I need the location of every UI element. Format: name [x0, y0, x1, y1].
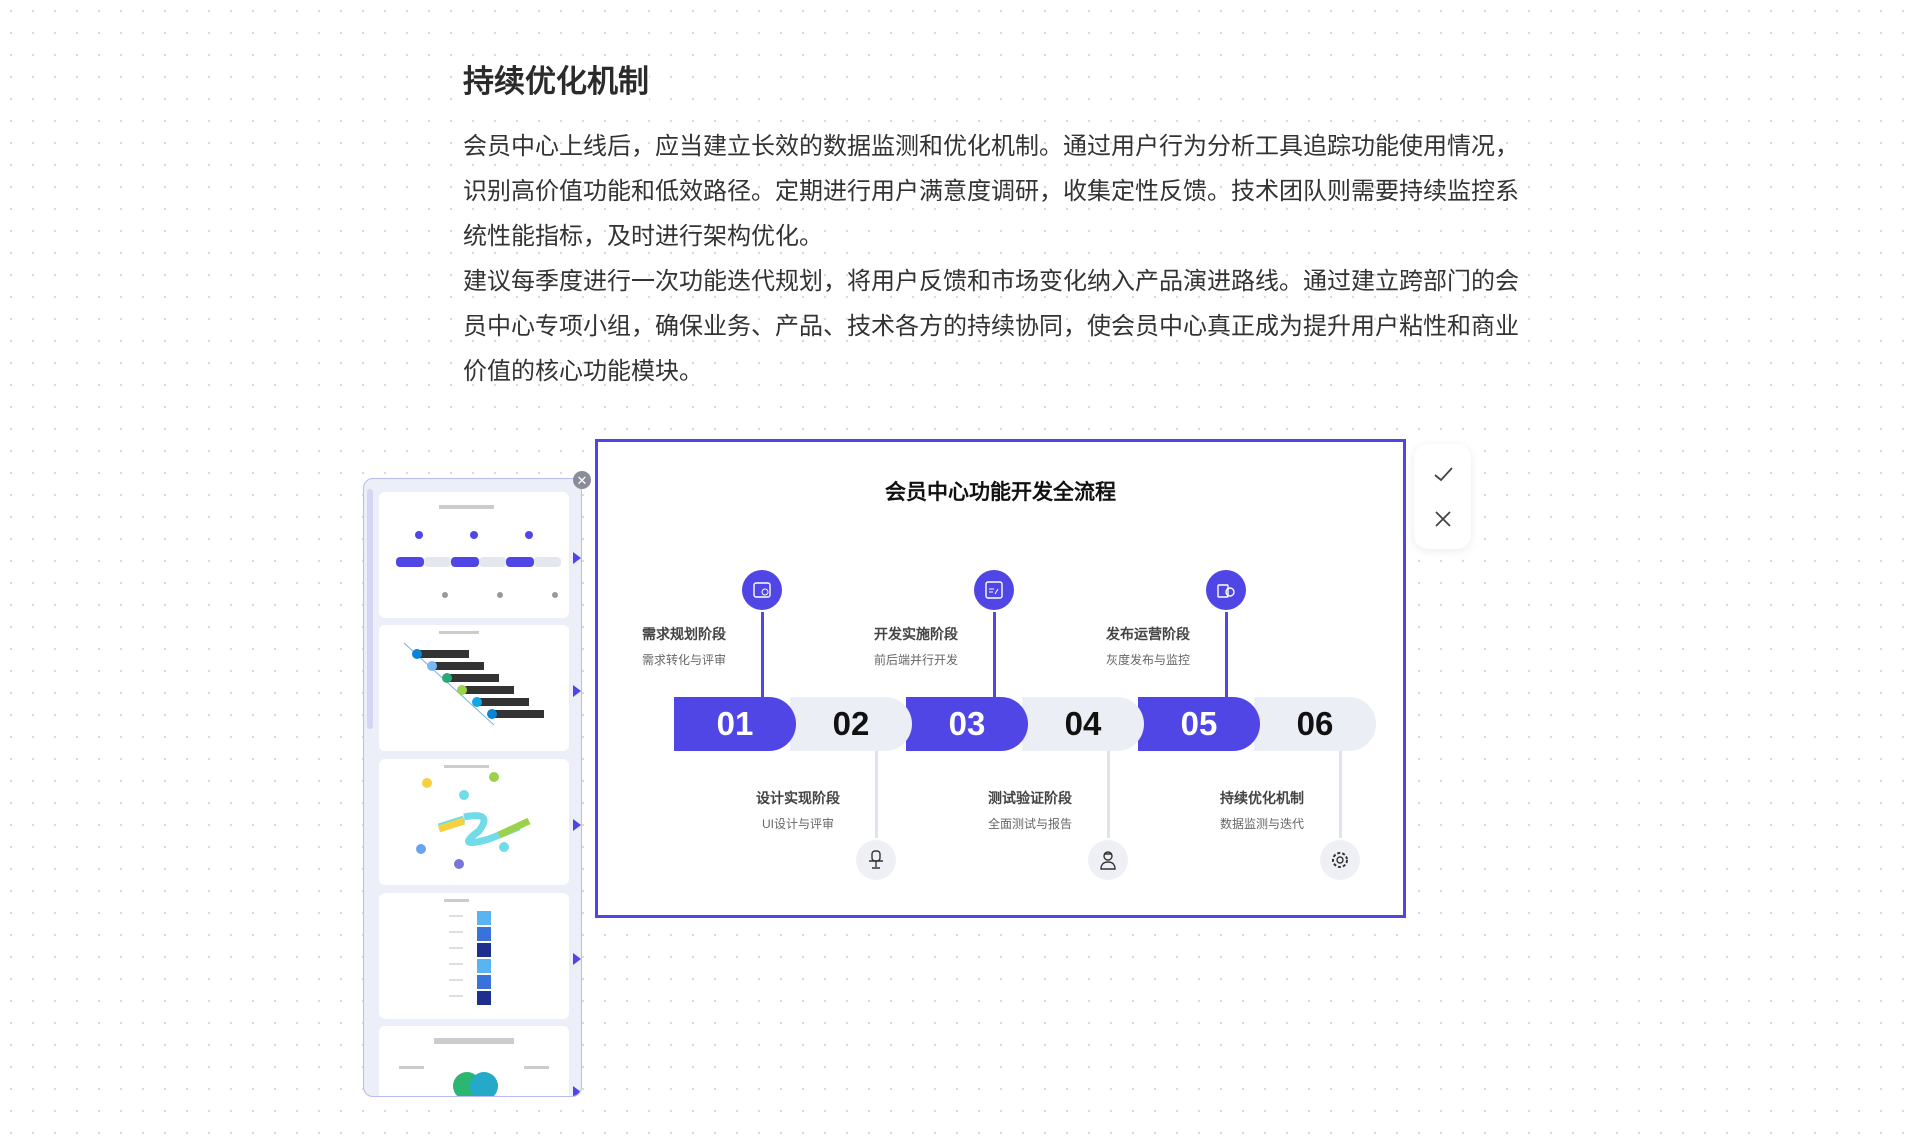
step-label: 开发实施阶段前后端并行开发	[836, 624, 996, 668]
connector-line	[875, 751, 878, 838]
step-title: 持续优化机制	[1220, 790, 1304, 806]
step-subtitle: 全面测试与报告	[987, 817, 1072, 831]
step-title: 发布运营阶段	[1106, 626, 1190, 642]
connector-line	[993, 612, 996, 699]
reject-button[interactable]	[1432, 508, 1454, 530]
device-clock-icon	[1206, 570, 1246, 610]
step-label: 发布运营阶段灰度发布与监控	[1068, 624, 1228, 668]
staircase-thumbnail[interactable]	[379, 625, 569, 751]
step-06-badge: 06	[1254, 697, 1376, 751]
timeline-thumbnail[interactable]	[379, 492, 569, 618]
step-03-badge: 03	[906, 697, 1028, 751]
step-subtitle: 灰度发布与监控	[1105, 653, 1190, 667]
step-subtitle: 前后端并行开发	[873, 653, 958, 667]
diagram-title: 会员中心功能开发全流程	[885, 481, 1116, 504]
template-sidebar[interactable]	[363, 478, 582, 1097]
stack-thumbnail[interactable]	[379, 893, 569, 1019]
thumbnail-arrow-icon	[573, 685, 581, 697]
step-01-badge: 01	[674, 697, 796, 751]
scrollbar[interactable]	[367, 489, 373, 729]
section-heading: 持续优化机制	[463, 56, 649, 101]
step-title: 测试验证阶段	[988, 790, 1072, 806]
connector-line	[1107, 751, 1110, 838]
accept-button[interactable]	[1432, 463, 1454, 485]
gear-icon	[1320, 840, 1360, 880]
thumbnail-arrow-icon	[573, 953, 581, 965]
path-thumbnail[interactable]	[379, 759, 569, 885]
paragraph: 建议每季度进行一次功能迭代规划，将用户反馈和市场变化纳入产品演进路线。通过建立跨…	[463, 268, 1519, 385]
selected-diagram[interactable]: 会员中心功能开发全流程 01 需求规划阶段需求转化与评审 02 设计实现阶段 UI设计与…	[595, 439, 1406, 918]
step-subtitle: 数据监测与迭代	[1219, 817, 1304, 831]
step-subtitle: 需求转化与评审	[641, 653, 726, 667]
chair-icon	[856, 840, 896, 880]
worker-icon	[1088, 840, 1128, 880]
step-title: 开发实施阶段	[874, 626, 958, 642]
step-title: 设计实现阶段	[756, 790, 840, 806]
calendar-dollar-icon	[742, 570, 782, 610]
thumbnail-arrow-icon	[573, 819, 581, 831]
step-label: 设计实现阶段 UI设计与评审	[718, 788, 878, 832]
paragraph: 会员中心上线后，应当建立长效的数据监测和优化机制。通过用户行为分析工具追踪功能使…	[463, 133, 1519, 250]
step-label: 持续优化机制数据监测与迭代	[1182, 788, 1342, 832]
connector-line	[1339, 751, 1342, 838]
step-label: 测试验证阶段全面测试与报告	[950, 788, 1110, 832]
step-02-badge: 02	[790, 697, 912, 751]
step-subtitle: UI设计与评审	[761, 817, 834, 831]
selection-toolbar	[1414, 444, 1471, 549]
cycle-thumbnail[interactable]	[379, 1026, 569, 1096]
browser-code-icon	[974, 570, 1014, 610]
connector-line	[761, 612, 764, 699]
step-label: 需求规划阶段需求转化与评审	[604, 624, 764, 668]
step-05-badge: 05	[1138, 697, 1260, 751]
step-04-badge: 04	[1022, 697, 1144, 751]
thumbnail-arrow-icon	[573, 552, 581, 564]
close-sidebar-button[interactable]: ✕	[573, 471, 591, 489]
check-icon	[1433, 467, 1453, 482]
close-icon	[1434, 511, 1451, 527]
thumbnail-arrow-icon	[573, 1086, 581, 1096]
step-title: 需求规划阶段	[642, 626, 726, 642]
connector-line	[1225, 612, 1228, 699]
